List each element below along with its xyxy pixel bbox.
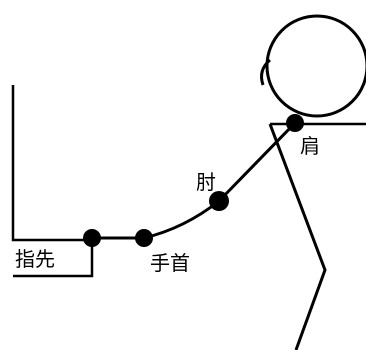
forearm <box>143 199 220 240</box>
label-shoulder: 肩 <box>300 134 320 158</box>
elbow-joint <box>209 191 229 211</box>
fingertip-joint <box>83 229 101 247</box>
label-fingertip: 指先 <box>15 247 55 271</box>
wrist-joint <box>135 229 153 247</box>
label-wrist: 手首 <box>150 251 190 275</box>
head <box>265 14 366 118</box>
upper-arm <box>217 121 297 203</box>
ear <box>260 58 272 86</box>
torso-line <box>268 123 327 350</box>
shoulder-joint <box>286 114 304 132</box>
label-elbow: 肘 <box>196 170 216 194</box>
